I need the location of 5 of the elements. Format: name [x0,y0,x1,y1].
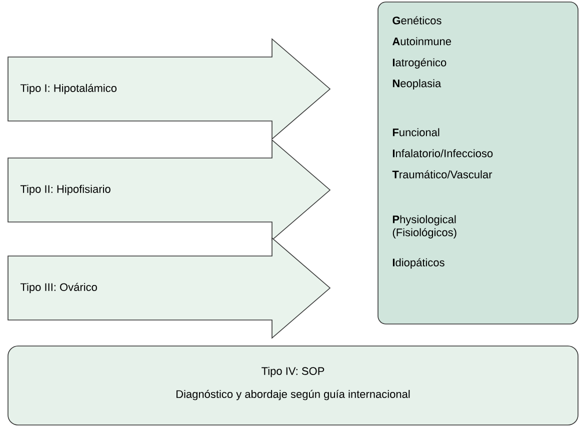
pointer-box: Tipo II: Hipofisiario [8,139,331,241]
note-box: Tipo IV: SOP Diagnóstico y abordaje según guía internacional [8,346,578,426]
list-box: Genéticos Autoinmune Iatrogénico Neoplasia Funcional Infalatorio/Infeccioso Traumático/Vascular Physiological (Fisiológicos) Idiopáticos [378,2,578,324]
pointer-box: Tipo III: Ovárico [8,237,331,339]
pointer-box: Tipo I: Hipotalámico [8,38,331,140]
